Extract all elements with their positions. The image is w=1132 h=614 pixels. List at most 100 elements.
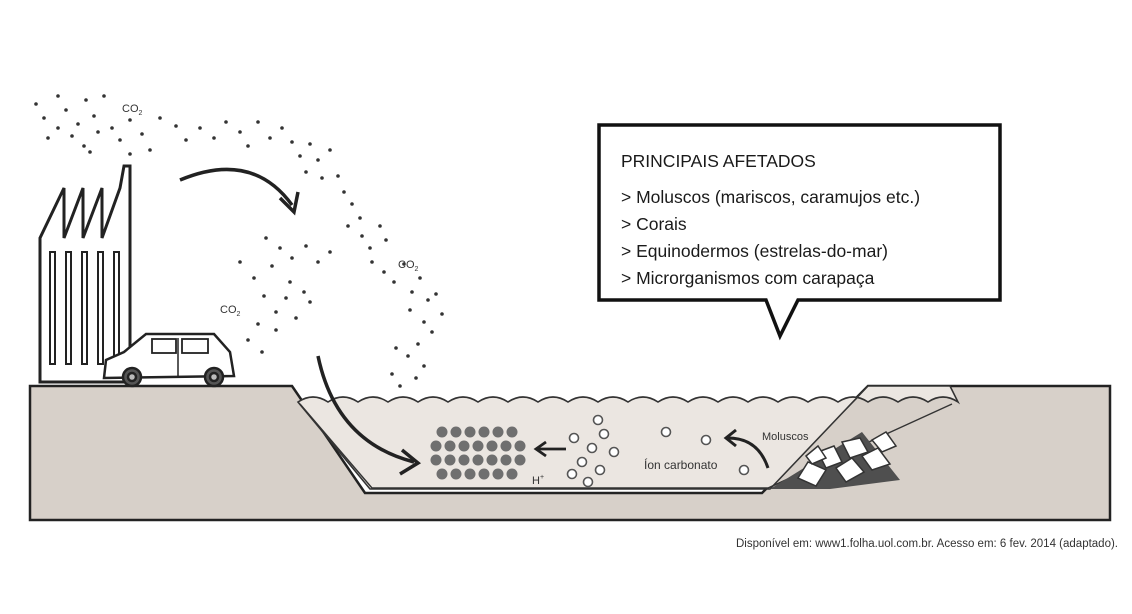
co2-particle [320,176,324,180]
acid-molecule [465,427,476,438]
carbonate-ion [600,430,609,439]
co2-particle [42,116,46,120]
acid-molecule [501,455,512,466]
co2-particle [64,108,68,112]
co2-particle [128,152,132,156]
co2-particle [370,260,374,264]
ion-carbonato-label: Íon carbonato [644,457,718,472]
co2-particle [408,308,412,312]
co2-particle [434,292,438,296]
acid-molecule [451,469,462,480]
co2-particle [268,136,272,140]
co2-particle [304,244,308,248]
co2-particle [246,144,250,148]
acid-molecule [487,455,498,466]
acid-molecule [473,455,484,466]
co2-particle [350,202,354,206]
callout-item-3: > Equinodermos (estrelas-do-mar) [621,241,888,261]
acid-molecule [479,469,490,480]
co2-particle [316,260,320,264]
co2-label-mid: CO2 [398,259,419,273]
co2-particle [346,224,350,228]
co2-particle [382,270,386,274]
acid-molecule [479,427,490,438]
acid-molecule [431,455,442,466]
co2-particle [256,120,260,124]
co2-particle [358,216,362,220]
acid-molecule [459,455,470,466]
acid-molecule [431,441,442,452]
callout-item-2: > Corais [621,214,687,234]
co2-particle [426,298,430,302]
co2-particle [34,102,38,106]
co2-particle [328,148,332,152]
co2-particle [262,294,266,298]
co2-label-top: CO2 [122,103,143,117]
co2-particle [148,148,152,152]
co2-particle [384,238,388,242]
co2-particle [256,322,260,326]
co2-particle [82,144,86,148]
co2-particle [174,124,178,128]
co2-particle [298,154,302,158]
co2-particle [246,338,250,342]
factory [40,166,130,382]
acid-molecule [437,469,448,480]
co2-particle [414,376,418,380]
co2-particle [56,94,60,98]
co2-particle [238,130,242,134]
co2-particle [368,246,372,250]
co2-particle [224,120,228,124]
co2-particle [328,250,332,254]
co2-particle [274,310,278,314]
co2-particle [416,342,420,346]
co2-particle [288,280,292,284]
co2-particle [316,158,320,162]
co2-particle [302,290,306,294]
co2-particle [280,126,284,130]
co2-particle [238,260,242,264]
co2-particle [46,136,50,140]
co2-particle [270,264,274,268]
co2-particle [56,126,60,130]
svg-text:CO2: CO2 [220,304,241,318]
co2-particle [140,132,144,136]
carbonate-ion [570,434,579,443]
acid-molecule [493,469,504,480]
carbonate-ion [588,444,597,453]
carbonate-ion [578,458,587,467]
co2-particle [290,256,294,260]
co2-particle [342,190,346,194]
co2-label-left: CO2 [220,304,241,318]
co2-particle [378,224,382,228]
acid-molecule [465,469,476,480]
acid-molecule [459,441,470,452]
co2-particle [92,114,96,118]
co2-particle [308,142,312,146]
co2-particle [290,140,294,144]
co2-particle [390,372,394,376]
svg-text:CO2: CO2 [398,259,419,273]
callout-item-1: > Moluscos (mariscos, caramujos etc.) [621,187,920,207]
co2-particle [392,280,396,284]
co2-particle [422,320,426,324]
co2-particle [128,118,132,122]
acid-molecule [445,441,456,452]
co2-particle [158,116,162,120]
carbonate-ion [610,448,619,457]
co2-particle [418,276,422,280]
co2-particle [212,136,216,140]
moluscos-label: Moluscos [762,431,809,443]
acid-molecule [501,441,512,452]
arrow-emissions [180,169,298,212]
carbonate-ion [662,428,671,437]
carbonate-ion [596,466,605,475]
co2-particle [406,354,410,358]
co2-particle [198,126,202,130]
callout-title: PRINCIPAIS AFETADOS [621,151,816,171]
co2-particle [294,316,298,320]
co2-particle [184,138,188,142]
co2-particle [360,234,364,238]
co2-particle [398,384,402,388]
